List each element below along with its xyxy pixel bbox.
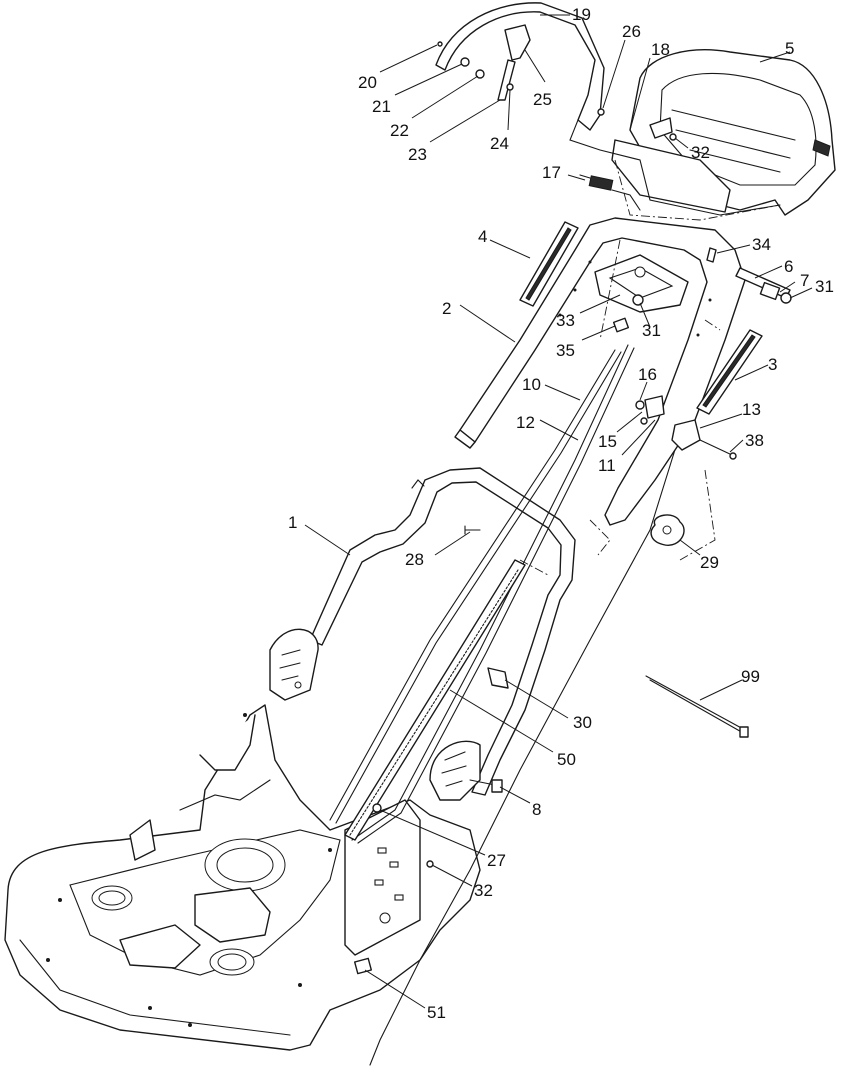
callout-7: 7 xyxy=(800,271,809,290)
cable-spring-strip xyxy=(344,559,526,841)
callout-5: 5 xyxy=(785,39,794,58)
handle-grip-left xyxy=(519,221,579,307)
callout-99: 99 xyxy=(741,667,760,686)
callout-26: 26 xyxy=(622,22,641,41)
callout-35: 35 xyxy=(556,341,575,360)
bail-lever xyxy=(497,24,531,101)
hardware-pins xyxy=(372,41,792,868)
callout-6: 6 xyxy=(784,257,793,276)
callout-16: 16 xyxy=(638,365,657,384)
callout-23: 23 xyxy=(408,145,427,164)
callout-22: 22 xyxy=(390,121,409,140)
callout-24: 24 xyxy=(490,134,509,153)
handle-grip-right xyxy=(696,329,763,415)
callout-38: 38 xyxy=(745,431,764,450)
upper-handle xyxy=(454,217,746,526)
callout-15: 15 xyxy=(598,432,617,451)
callout-3: 3 xyxy=(768,355,777,374)
callout-18: 18 xyxy=(651,40,670,59)
callout-19: 19 xyxy=(572,5,591,24)
callout-27: 27 xyxy=(487,851,506,870)
callout-11: 11 xyxy=(598,456,616,475)
callout-4: 4 xyxy=(478,227,487,246)
callout-13: 13 xyxy=(742,400,761,419)
callout-50: 50 xyxy=(557,750,576,769)
callout-25: 25 xyxy=(533,90,552,109)
callout-28: 28 xyxy=(405,550,424,569)
callout-1: 1 xyxy=(288,513,297,532)
callout-32-bottom: 32 xyxy=(474,881,493,900)
assembly-lines xyxy=(519,159,781,576)
callout-21: 21 xyxy=(372,97,391,116)
callout-31-right: 31 xyxy=(815,277,834,296)
callout-17: 17 xyxy=(542,163,561,182)
console-bracket xyxy=(594,254,689,313)
callout-30: 30 xyxy=(573,713,592,732)
operator-bail xyxy=(435,2,781,216)
callout-10: 10 xyxy=(522,375,541,394)
callout-20: 20 xyxy=(358,73,377,92)
callout-2: 2 xyxy=(442,299,451,318)
lower-handle xyxy=(269,467,576,801)
callout-31-mid: 31 xyxy=(642,321,661,340)
leader-lines xyxy=(304,14,813,1009)
bail-spring xyxy=(579,174,641,211)
callout-32-top: 32 xyxy=(691,143,710,162)
console-panel xyxy=(611,139,731,213)
long-cable xyxy=(353,439,679,1066)
callout-51: 51 xyxy=(427,1003,446,1022)
callout-34: 34 xyxy=(752,235,771,254)
callout-8: 8 xyxy=(532,800,541,819)
callout-33: 33 xyxy=(556,311,575,330)
callout-12: 12 xyxy=(516,413,535,432)
control-cables xyxy=(329,344,635,844)
cable-tie xyxy=(645,675,749,738)
callout-29: 29 xyxy=(700,553,719,572)
callout-labels: 19 20 21 22 23 24 25 26 18 5 32 17 4 34 … xyxy=(288,5,834,1022)
